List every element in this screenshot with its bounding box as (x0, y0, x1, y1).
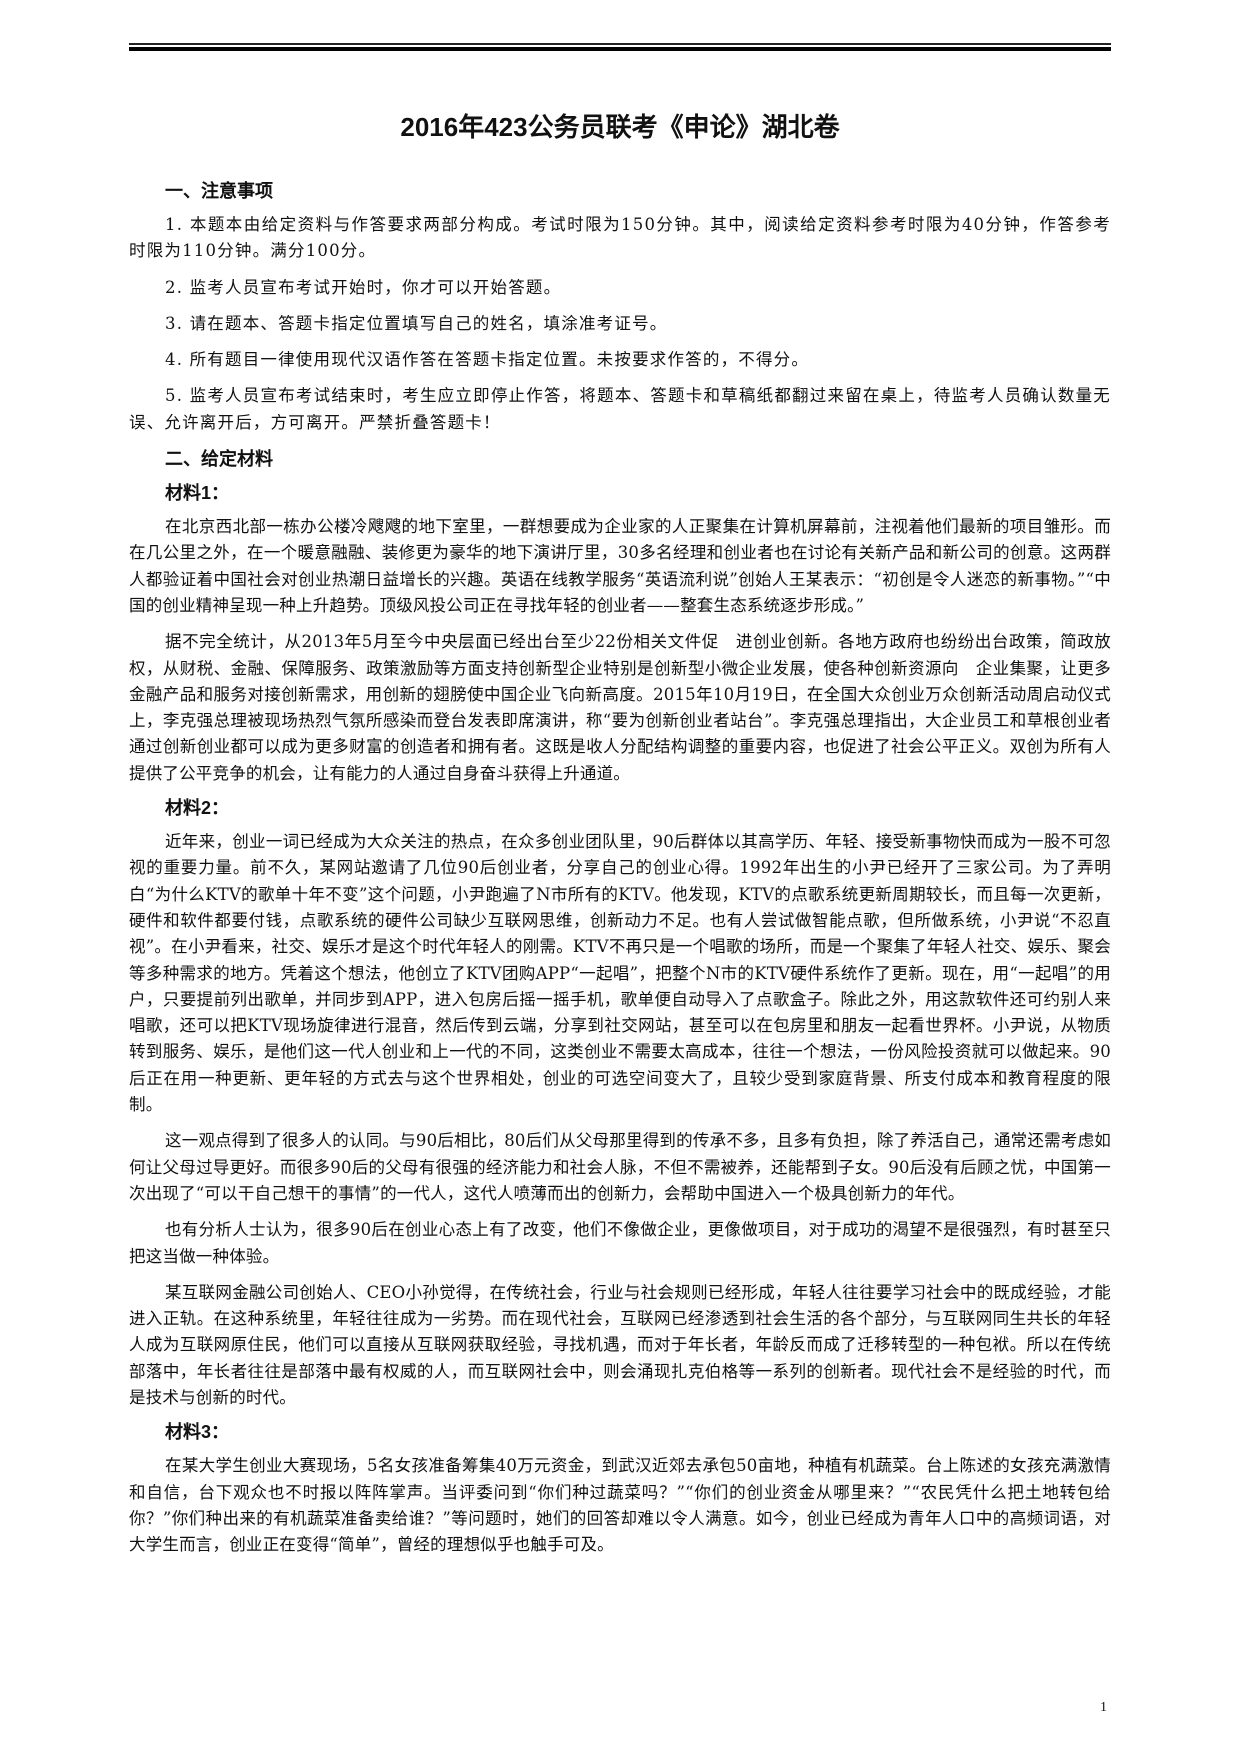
document-title: 2016年423公务员联考《申论》湖北卷 (400, 112, 840, 142)
material-1: 材料1： 在北京西北部一栋办公楼冷飕飕的地下室里，一群想要成为企业家的人正聚集在… (129, 480, 1111, 787)
material-paragraph: 近年来，创业一词已经成为大众关注的热点，在众多创业团队里，90后群体以其高学历、… (129, 832, 1111, 1115)
notice-item: 4. 所有题目一律使用现代汉语作答在答题卡指定位置。未按要求作答的，不得分。 (165, 350, 810, 370)
material-2-label: 材料2： (165, 798, 230, 819)
notice-item: 2. 监考人员宣布考试开始时，你才可以开始答题。 (165, 277, 562, 297)
header-rule-thick (129, 47, 1111, 51)
material-2: 材料2： 近年来，创业一词已经成为大众关注的热点，在众多创业团队里，90后群体以… (129, 795, 1111, 1411)
material-paragraph: 在北京西北部一栋办公楼冷飕飕的地下室里，一群想要成为企业家的人正聚集在计算机屏幕… (129, 517, 1111, 615)
notice-heading: 一、注意事项 (165, 181, 273, 201)
document-body: 一、注意事项 1. 本题本由给定资料与作答要求两部分构成。考试时限为150分钟。… (129, 178, 1111, 1558)
notice-item: 1. 本题本由给定资料与作答要求两部分构成。考试时限为150分钟。其中，阅读给定… (129, 215, 1111, 261)
material-paragraph: 这一观点得到了很多人的认同。与90后相比，80后们从父母那里得到的传承不多，且多… (129, 1131, 1111, 1203)
material-3-label: 材料3： (165, 1422, 230, 1443)
material-1-label: 材料1： (165, 483, 230, 504)
page-number: 1 (1100, 1700, 1107, 1715)
material-3: 材料3： 在某大学生创业大赛现场，5名女孩准备筹集40万元资金，到武汉近郊去承包… (129, 1419, 1111, 1558)
header-rule-thin (129, 43, 1111, 45)
notice-item: 5. 监考人员宣布考试结束时，考生应立即停止作答，将题本、答题卡和草稿纸都翻过来… (129, 386, 1111, 432)
material-paragraph: 也有分析人士认为，很多90后在创业心态上有了改变，他们不像做企业，更像做项目，对… (129, 1220, 1111, 1266)
material-paragraph: 据不完全统计，从2013年5月至今中央层面已经出台至少22份相关文件促 进创业创… (129, 632, 1111, 783)
material-paragraph: 在某大学生创业大赛现场，5名女孩准备筹集40万元资金，到武汉近郊去承包50亩地，… (129, 1456, 1111, 1555)
notice-section: 一、注意事项 1. 本题本由给定资料与作答要求两部分构成。考试时限为150分钟。… (129, 178, 1111, 436)
notice-item: 3. 请在题本、答题卡指定位置填写自己的姓名，填涂准考证号。 (165, 313, 668, 333)
materials-heading: 二、给定材料 (165, 449, 273, 470)
material-paragraph: 某互联网金融公司创始人、CEO小孙觉得，在传统社会，行业与社会规则已经形成，年轻… (129, 1282, 1111, 1407)
